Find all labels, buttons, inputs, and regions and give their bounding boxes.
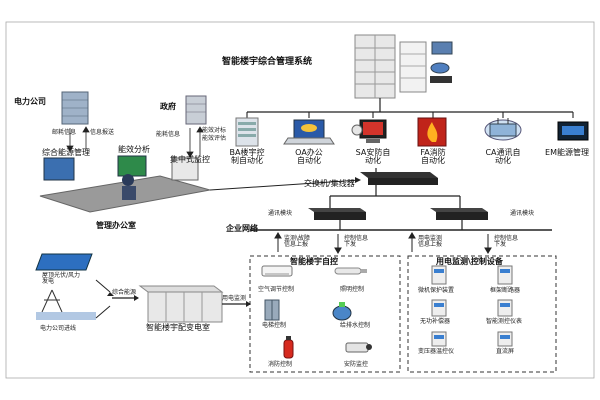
government-label: 政府 <box>160 102 176 111</box>
protection-relay-icon <box>431 265 447 285</box>
meters-box <box>407 255 557 373</box>
bms-item-fire: 消防控制 <box>268 361 293 368</box>
meter-item-breaker: 框架断路器 <box>490 287 521 294</box>
smart-meter-icon <box>497 299 513 317</box>
bms-item-elevator: 电梯控制 <box>262 322 287 329</box>
grid-label: 电力公司进线 <box>40 325 77 332</box>
bms-title: 智能楼宇自控 <box>290 257 338 266</box>
bms-item-lighting: 照明控制 <box>340 286 365 293</box>
meters-title: 用电监测\控制设备 <box>436 257 503 266</box>
network-label: 企业网络 <box>226 224 258 233</box>
em-meter-icon <box>557 121 589 141</box>
efficiency-analysis-label: 能效分析 <box>118 145 150 154</box>
power-company-label: 电力公司 <box>14 97 46 106</box>
pc-tariff-label: 邮耗信息 <box>52 129 77 136</box>
meter-item-transformer: 变压器温控仪 <box>418 348 455 355</box>
server-rack-icon <box>354 34 396 99</box>
power-tower-icon <box>36 289 96 320</box>
subsystem-ca-label: CA通讯自 动化 <box>485 148 521 166</box>
comm-module-2-icon <box>430 208 488 220</box>
ca-router-icon <box>484 118 522 141</box>
central-monitor-label: 集中式监控 <box>170 155 210 164</box>
gov-tariff-label: 能耗信息 <box>156 131 181 138</box>
air-conditioner-icon <box>261 265 293 277</box>
subsystem-oa-label: OA办公 自动化 <box>295 148 323 166</box>
bms-item-water: 给排水控制 <box>340 322 371 329</box>
network-devices-icon <box>430 41 453 83</box>
meter-item-relay: 微机保护装置 <box>418 287 455 294</box>
fa-fire-icon <box>417 117 447 147</box>
subsystem-em-label: EM能源管理 <box>545 148 589 157</box>
flow-r-down-label: 控制信息 下发 <box>494 235 519 249</box>
cctv-camera-icon <box>345 342 372 353</box>
flow-l-down-label: 控制信息 下发 <box>344 235 369 249</box>
flow-l-up-label: 监测\故障 信息上报 <box>284 235 311 249</box>
pump-icon <box>332 302 352 321</box>
subsystem-fa-label: FA消防 自动化 <box>420 148 446 166</box>
management-office-scene <box>39 155 211 213</box>
meter-item-smart-meter: 智能测控仪表 <box>486 318 523 325</box>
meter-item-dc: 直流屏 <box>496 348 515 355</box>
substation-cabinets-icon <box>138 285 224 323</box>
page-title: 智能楼宇综合管理系统 <box>222 57 313 67</box>
elevator-icon <box>264 299 280 321</box>
energy-mgmt-label: 综合能源管理 <box>42 148 90 157</box>
reactive-compensator-icon <box>431 299 447 317</box>
office-label: 管理办公室 <box>96 221 136 230</box>
bms-item-air: 空气调节控制 <box>258 286 295 293</box>
bms-item-security: 安防监控 <box>344 361 369 368</box>
comm-module-1-label: 通讯模块 <box>268 210 293 217</box>
gov-eff-assess-label: 能效评估 <box>202 135 227 142</box>
comm-module-2-label: 通讯模块 <box>510 210 535 217</box>
power-monitor-label: 用电监测 <box>222 295 247 302</box>
fire-extinguisher-icon <box>283 336 294 359</box>
solar-label: 屋顶光伏/风力 发电 <box>42 272 81 286</box>
frame-breaker-icon <box>497 265 513 285</box>
substation-label: 智能楼宇配变电室 <box>146 323 210 332</box>
switch-device-icon <box>360 172 438 185</box>
ba-server-icon <box>235 117 259 147</box>
government-building-icon <box>185 95 207 125</box>
sa-security-icon <box>351 119 387 143</box>
power-company-building-icon <box>61 91 89 125</box>
subsystem-sa-label: SA安防自 动化 <box>355 148 391 166</box>
frame <box>5 21 595 379</box>
solar-panel-icon <box>35 253 93 271</box>
gov-eff-stats-label: 能效对标 <box>202 127 227 134</box>
switch-label: 交换机/集线器 <box>304 179 355 188</box>
server-cabinet-icon <box>399 41 427 93</box>
oa-laptop-icon <box>283 119 335 145</box>
flow-r-up-label: 用电监测 信息上报 <box>418 235 443 249</box>
pc-report-label: 信息报送 <box>90 129 115 136</box>
subsystem-ba-label: BA楼宇控 制自动化 <box>229 148 265 166</box>
meter-item-compensator: 无功补偿器 <box>420 318 451 325</box>
energy-label: 综合能源 <box>112 289 137 296</box>
comm-module-1-icon <box>308 208 366 220</box>
light-bulb-icon <box>334 267 367 275</box>
